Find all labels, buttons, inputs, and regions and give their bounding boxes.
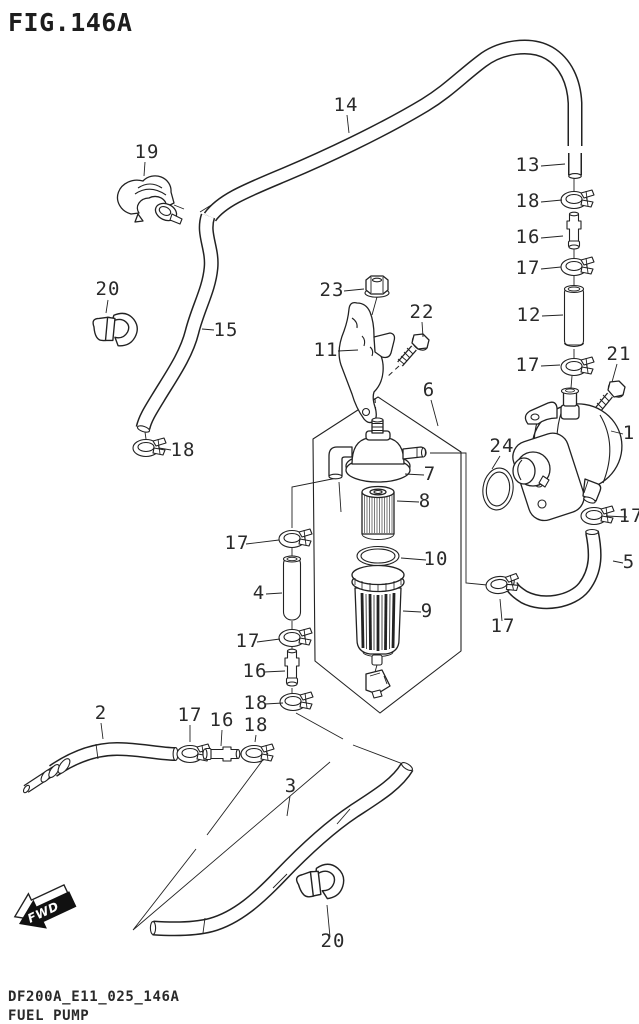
part-1-fuel-pump [512,387,623,522]
callout-5: 5 [623,551,635,573]
link-nipple-to-hose5 [430,452,488,586]
callout-18-bottom: 18 [244,714,269,736]
part-22-bolt [397,333,430,367]
figure-title: FIG.146A [8,8,132,37]
part-18-clamp-right-top [560,189,595,210]
part-8-filter-element [361,485,395,540]
part-13-hose-end [568,153,582,179]
part-2-fuel-hose [22,741,179,794]
right-column-stubs [570,177,575,389]
part-15-fuel-hose [135,203,219,433]
part-17-clamp-chain-2 [278,627,313,648]
part-17-clamp-right-1 [560,256,595,277]
callout-18-right: 18 [516,190,541,212]
callout-22: 22 [410,301,435,323]
link-nut-to-bracket [371,296,378,316]
callout-6: 6 [423,379,435,401]
part-3-fuel-hose [149,761,414,937]
part-20-clip-bottom [293,860,348,905]
callout-16-chain: 16 [243,660,268,682]
link-elbow-stub [338,481,342,513]
link-bolt22 [386,365,400,378]
filter-assembly-hexagon [312,396,462,714]
callout-10: 10 [424,548,449,570]
callout-17-chain-top: 17 [225,532,250,554]
part-17-clamp-pump-outlet [580,505,615,526]
callout-15: 15 [214,319,239,341]
callout-17-bottom: 17 [178,704,203,726]
callout-12: 12 [517,304,542,326]
callout-9: 9 [421,600,433,622]
footer-name: FUEL PUMP [8,1008,89,1024]
part-10-o-ring [356,545,400,567]
callout-19: 19 [135,141,160,163]
callout-18-chain: 18 [244,692,269,714]
callout-8: 8 [419,490,431,512]
part-16-joint-right [566,211,582,250]
pointer-wedge [132,752,331,931]
assembly-outline-and-links [132,177,575,931]
callout-16-right: 16 [516,226,541,248]
part-12-tube [563,284,585,347]
fwd-arrow-face [19,891,77,929]
part-4-tube [282,555,302,621]
callout-13: 13 [516,154,541,176]
callout-23: 23 [320,279,345,301]
part-16-joint-chain [284,648,300,687]
part-14-fuel-hose [203,39,583,222]
callout-17-chain-2: 17 [236,630,261,652]
link-chain-to-elbow [291,477,338,528]
leader-lines [100,114,628,938]
callout-17-pump: 17 [619,505,639,527]
part-18-clamp-chain [279,691,314,712]
callout-7: 7 [424,463,436,485]
part-7-filter-cap [328,417,427,483]
link-clamp-to-hose3 [295,712,404,765]
part-11-bracket [338,301,396,424]
callout-18-hose15: 18 [171,439,196,461]
callout-20-bottom: 20 [321,930,346,952]
part-9-filter-cup [351,564,405,699]
callout-16-bottom: 16 [210,709,235,731]
part-23-nut [364,275,390,298]
part-18-clamp-bottom [240,743,275,764]
part-5-fuel-hose [504,528,602,610]
chain-stubs [144,431,293,693]
part-24-o-ring [482,467,514,511]
callout-4: 4 [253,582,265,604]
callout-17-right-2: 17 [516,354,541,376]
part-16-joint-bottom [202,746,241,762]
part-17-clamp-right-2 [560,356,595,377]
callout-17-right-1: 17 [516,257,541,279]
callout-11: 11 [314,339,339,361]
part-19-clamp-clip [116,175,185,225]
callout-1: 1 [623,422,635,444]
callout-14: 14 [334,94,359,116]
callouts: 14 19 20 15 13 18 16 17 12 17 21 23 22 1… [95,94,639,952]
footer-code: DF200A_E11_025_146A [8,989,180,1005]
part-18-clamp-hose15 [132,437,167,458]
callout-21: 21 [607,343,632,365]
callout-3: 3 [285,775,297,797]
callout-20-left: 20 [96,278,121,300]
callout-2: 2 [95,702,107,724]
callout-24: 24 [490,435,515,457]
callout-17-hose5: 17 [491,615,516,637]
part-21-bolt [593,380,626,415]
fwd-arrow: FWD [13,883,77,929]
part-20-clip-left [92,312,138,347]
part-17-clamp-chain-top [278,528,313,549]
